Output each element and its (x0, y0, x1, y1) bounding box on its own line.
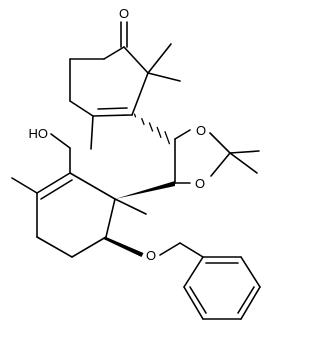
hashed-bond-upper (133, 113, 171, 145)
ring-methyl-bond (90, 115, 94, 150)
benzyl-linker (159, 242, 204, 258)
ketone-oxygen-label: O (119, 6, 129, 21)
phenyl-ring (183, 256, 261, 320)
acetonide-dimethyl (229, 150, 260, 174)
quaternary-methyl-bond (114, 198, 147, 215)
dioxolane-lower-oxygen-label: O (195, 176, 205, 191)
cyclohexenone-ring (69, 46, 149, 117)
cyclohexene-methyl-bond (11, 177, 38, 194)
ketone-group: O (119, 6, 129, 48)
chemical-structure: O O O (11, 6, 261, 320)
wedge-bond-dioxolane (115, 181, 175, 199)
hydroxymethyl-group: HO (29, 126, 71, 174)
wedge-bond-ether (103, 237, 144, 257)
cyclohexene-ring (36, 172, 116, 258)
dioxolane-ring: O O (174, 123, 231, 191)
ether-oxygen-label: O (146, 248, 156, 263)
dioxolane-upper-oxygen-label: O (196, 123, 206, 138)
hydroxyl-label: HO (29, 126, 49, 141)
gem-dimethyl-top (147, 43, 181, 82)
